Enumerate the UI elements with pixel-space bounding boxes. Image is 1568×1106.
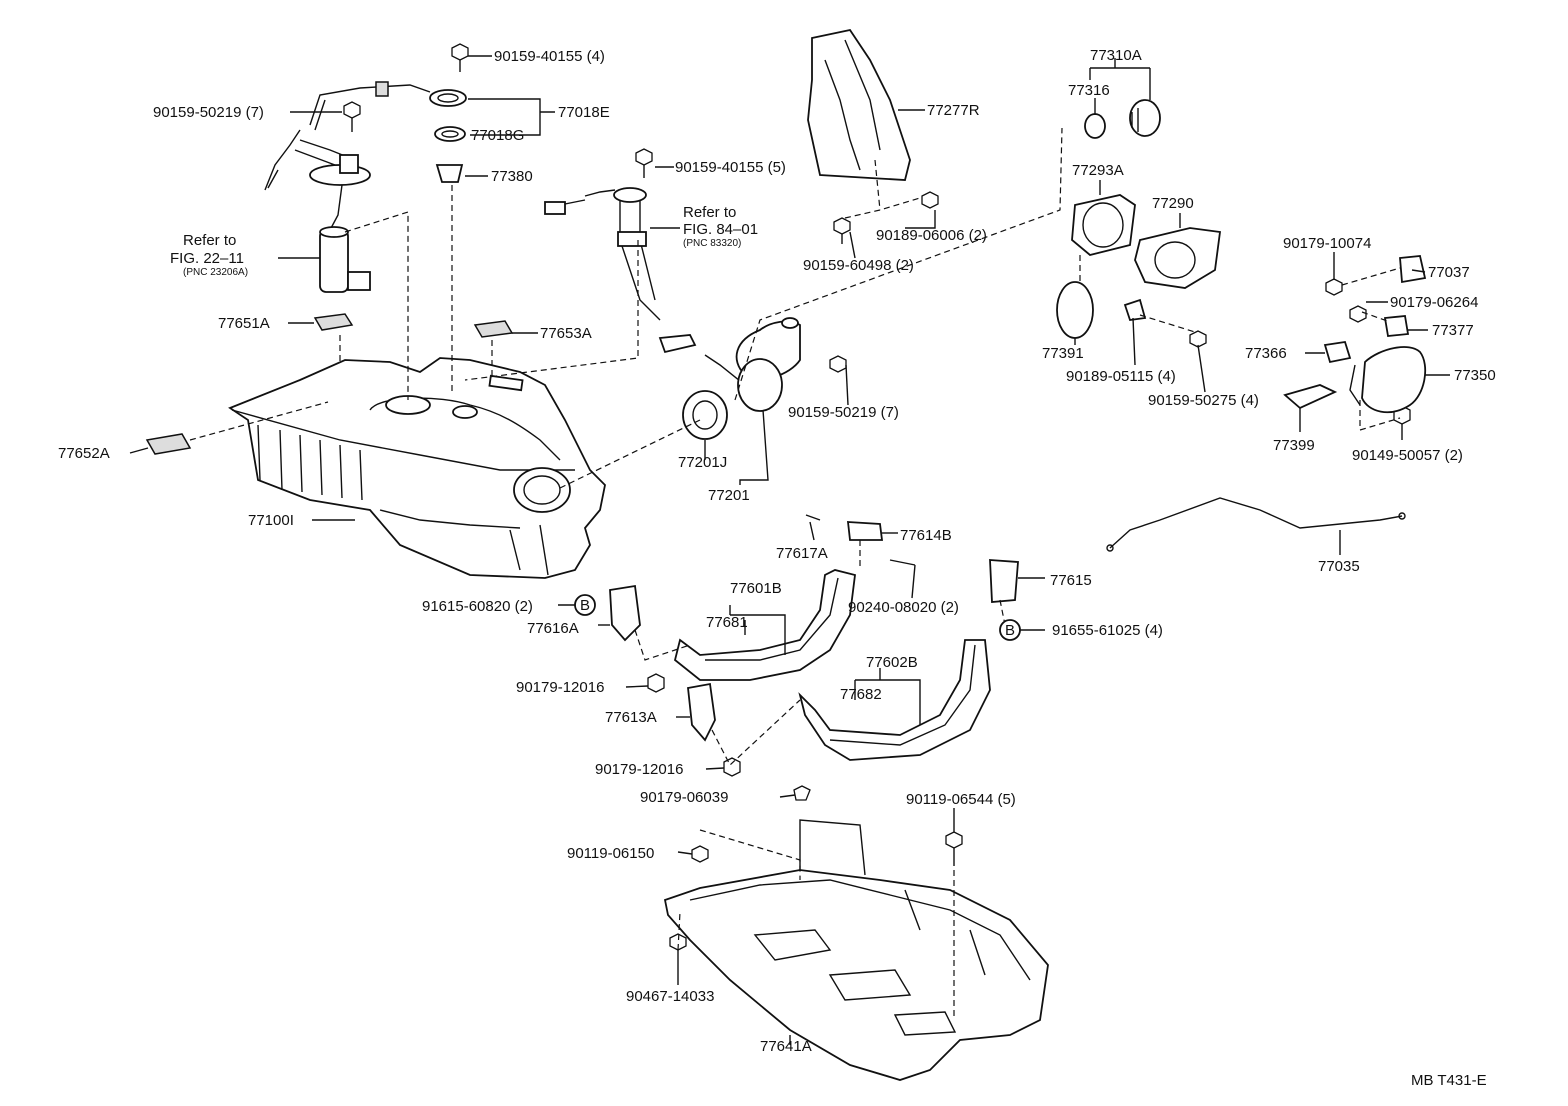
label-77100I: 77100I: [248, 512, 294, 529]
label-ref-fig22-line3: (PNC 23206A): [183, 267, 248, 278]
label-77316: 77316: [1068, 82, 1110, 99]
label-77380: 77380: [491, 168, 533, 185]
label-90189-06006-2: 90189-06006 (2): [876, 227, 987, 244]
label-77616A: 77616A: [527, 620, 579, 637]
part-number-labels: 90159-40155 (4) 90159-50219 (7) 77018E 7…: [58, 47, 1496, 1089]
label-90179-06264: 90179-06264: [1390, 294, 1478, 311]
label-77201J: 77201J: [678, 454, 727, 471]
label-77201: 77201: [708, 487, 750, 504]
label-77293A: 77293A: [1072, 162, 1124, 179]
label-77277R: 77277R: [927, 102, 980, 119]
label-90159-60498-2: 90159-60498 (2): [803, 257, 914, 274]
label-77651A: 77651A: [218, 315, 270, 332]
label-90159-50219-7b: 90159-50219 (7): [788, 404, 899, 421]
label-77035: 77035: [1318, 558, 1360, 575]
filler-neck-illustration: [1056, 194, 1222, 339]
label-ref-fig22-line2: FIG. 22–11: [170, 250, 244, 267]
label-90189-05115-4: 90189-05115 (4): [1066, 368, 1176, 385]
label-77366: 77366: [1245, 345, 1287, 362]
protector-illustration: [807, 28, 911, 181]
lid-cable-illustration: [1106, 497, 1406, 552]
label-77653A: 77653A: [540, 325, 592, 342]
fuel-sender-gauge-illustration: [544, 187, 697, 354]
label-77652A: 77652A: [58, 445, 110, 462]
label-90467-14033: 90467-14033: [626, 988, 714, 1005]
label-90119-06150: 90119-06150: [567, 845, 654, 862]
drawing-code: MB T431-E: [1411, 1072, 1487, 1089]
label-ref-fig22-line1: Refer to: [183, 232, 236, 249]
reference-marker-b-2: B: [999, 619, 1021, 641]
reference-marker-b-2-text: B: [1005, 622, 1015, 639]
label-77037: 77037: [1428, 264, 1470, 281]
label-90179-12016a: 90179-12016: [516, 679, 604, 696]
label-77613A: 77613A: [605, 709, 657, 726]
tank-band-illustrations: [609, 514, 1019, 761]
label-90149-50057-2: 90149-50057 (2): [1352, 447, 1463, 464]
label-77377: 77377: [1432, 322, 1474, 339]
fuel-cap-illustration: [1084, 99, 1161, 139]
label-77018G: 77018G: [471, 127, 524, 144]
bolt-illustrations: [343, 43, 1411, 951]
label-ref-fig84-line3: (PNC 83320): [683, 238, 741, 249]
label-77602B: 77602B: [866, 654, 918, 671]
label-77641A: 77641A: [760, 1038, 812, 1055]
reference-marker-b-1-text: B: [580, 597, 590, 614]
label-90119-06544-5: 90119-06544 (5): [906, 791, 1016, 808]
assembly-centerlines: [189, 127, 1401, 1020]
label-77682: 77682: [840, 686, 882, 703]
label-77018E: 77018E: [558, 104, 610, 121]
filler-pipe-illustration: [682, 317, 801, 440]
label-90159-50219-7a: 90159-50219 (7): [153, 104, 264, 121]
label-77290: 77290: [1152, 195, 1194, 212]
label-77615: 77615: [1050, 572, 1092, 589]
label-90179-12016b: 90179-12016: [595, 761, 683, 778]
label-77601B: 77601B: [730, 580, 782, 597]
label-90159-50275-4: 90159-50275 (4): [1148, 392, 1259, 409]
label-91615-60820-2: 91615-60820 (2): [422, 598, 533, 615]
fuel-pump-assembly-illustration: [264, 81, 431, 293]
tank-protector-illustration: [663, 819, 1049, 1081]
label-ref-fig84-line1: Refer to: [683, 204, 736, 221]
label-90179-06039: 90179-06039: [640, 789, 728, 806]
label-91655-61025-4: 91655-61025 (4): [1052, 622, 1163, 639]
label-77391: 77391: [1042, 345, 1084, 362]
ring-illustrations: [429, 89, 467, 183]
fuel-tank-illustration: [228, 357, 606, 579]
label-90159-40155-5: 90159-40155 (5): [675, 159, 786, 176]
label-90240-08020-2: 90240-08020 (2): [848, 599, 959, 616]
label-77614B: 77614B: [900, 527, 952, 544]
label-ref-fig84-line2: FIG. 84–01: [683, 221, 758, 238]
label-90179-10074: 90179-10074: [1283, 235, 1371, 252]
label-77310A: 77310A: [1090, 47, 1142, 64]
label-77399: 77399: [1273, 437, 1315, 454]
label-77617A: 77617A: [776, 545, 828, 562]
leader-lines: [129, 55, 1450, 1045]
label-90159-40155-4: 90159-40155 (4): [494, 48, 605, 65]
fuel-lid-illustration: [1283, 255, 1427, 414]
reference-marker-b-1: B: [574, 594, 596, 616]
label-77350: 77350: [1454, 367, 1496, 384]
label-77681: 77681: [706, 614, 748, 631]
